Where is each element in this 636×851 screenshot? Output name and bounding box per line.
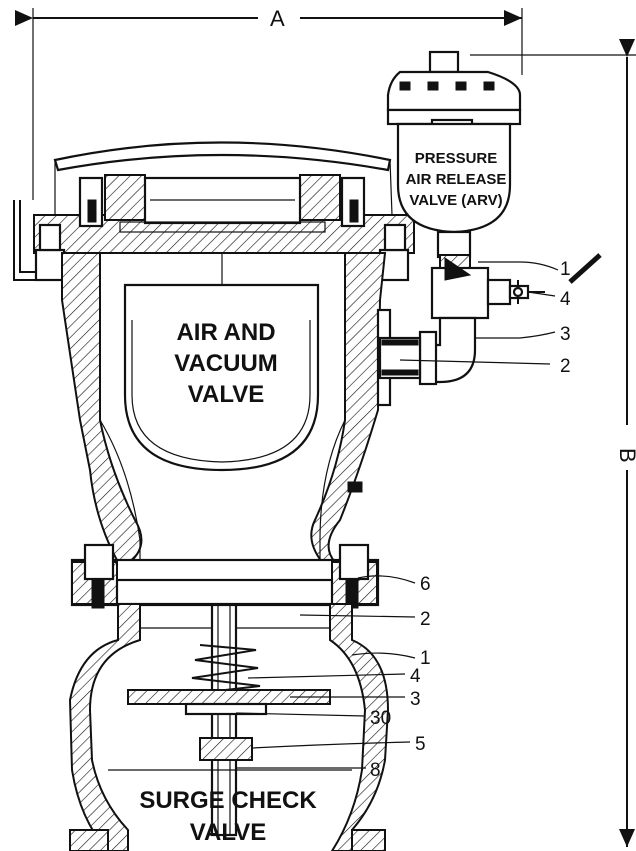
surge-check-line-1: SURGE CHECK [139, 787, 317, 814]
upper-callout-2: 2 [560, 356, 571, 377]
lower-callout-6: 6 [420, 574, 431, 595]
dimension-a: A [15, 6, 523, 200]
top-flange [33, 174, 415, 282]
air-vacuum-line-3: VALVE [188, 381, 264, 408]
surge-check-valve-caption: SURGE CHECK VALVE [139, 787, 317, 846]
lower-callout-4: 4 [410, 666, 421, 687]
lower-callout-3: 3 [410, 689, 421, 710]
dimension-a-label: A [270, 6, 285, 31]
lower-callout-1: 1 [420, 648, 431, 669]
lower-callout-5: 5 [415, 734, 426, 755]
lower-callout-2: 2 [420, 609, 431, 630]
air-and-vacuum-valve-caption: AIR AND VACUUM VALVE [174, 319, 278, 408]
upper-callout-4: 4 [560, 289, 571, 310]
arv-caption: PRESSURE AIR RELEASE VALVE (ARV) [406, 150, 507, 209]
upper-callout-3: 3 [560, 324, 571, 345]
lower-callout-30: 30 [370, 708, 391, 729]
arv-bolts [399, 81, 495, 91]
arv-line-3: VALVE (ARV) [409, 192, 502, 209]
lower-valve-body [68, 603, 390, 851]
upper-callout-1: 1 [560, 259, 571, 280]
dimension-b-label: B [615, 448, 636, 463]
air-vacuum-line-1: AIR AND [176, 319, 275, 346]
dimension-b: B [470, 39, 636, 847]
upper-callouts: 1 4 3 2 [399, 253, 602, 377]
lower-callout-8: 8 [370, 760, 381, 781]
pressure-air-release-valve [378, 50, 545, 386]
air-vacuum-line-2: VACUUM [174, 350, 278, 377]
surge-check-line-2: VALVE [190, 819, 266, 846]
lower-callouts: 6 2 1 4 3 30 5 8 [235, 574, 431, 781]
upper-valve-body [61, 252, 392, 565]
arv-line-2: AIR RELEASE [406, 171, 507, 188]
middle-flange [70, 543, 380, 609]
arv-line-1: PRESSURE [415, 150, 498, 167]
